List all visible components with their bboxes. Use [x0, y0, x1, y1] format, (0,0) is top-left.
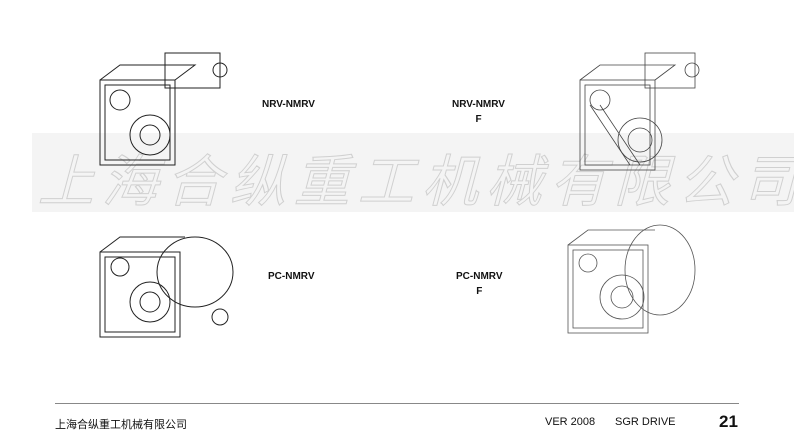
product-label-pc-nmrv: PC-NMRV	[268, 271, 315, 282]
footer-divider	[55, 403, 739, 404]
product-label-nrv-nmrv: NRV-NMRV	[262, 99, 315, 110]
footer-brand: SGR DRIVE	[615, 416, 676, 428]
footer-version: VER 2008	[545, 416, 596, 428]
page-number: 21	[719, 412, 738, 431]
nrv-nmrv-gearbox-image	[99, 52, 228, 166]
pc-nmrv-gearbox-image	[99, 236, 234, 338]
watermark-band: 上海合纵重工机械有限公司	[32, 133, 794, 216]
nrv-nmrv-f-gearbox-image	[579, 52, 700, 171]
footer-company: 上海合纵重工机械有限公司	[55, 419, 187, 431]
pc-nmrv-f-gearbox-image	[567, 224, 696, 334]
